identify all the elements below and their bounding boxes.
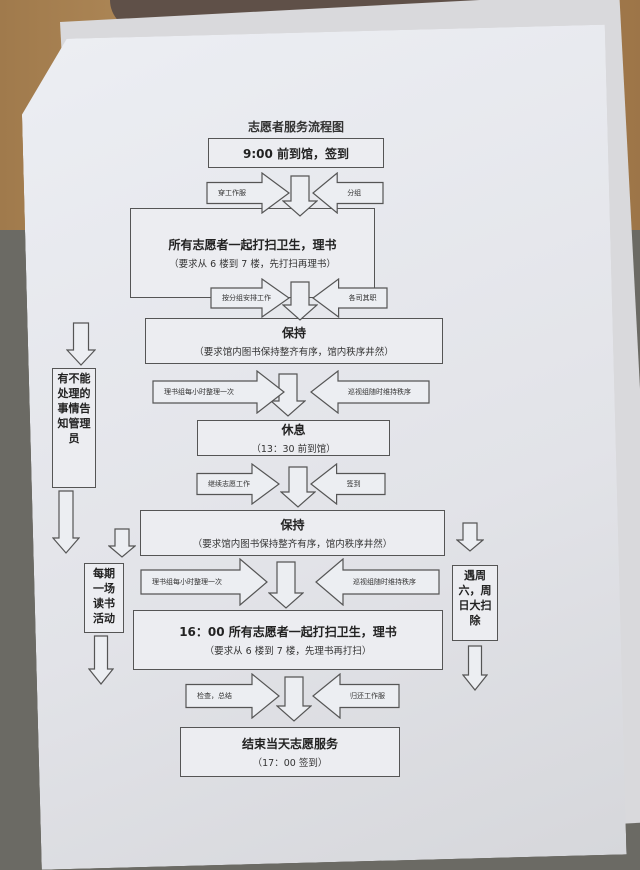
side-down-arrow-icon: [108, 528, 136, 558]
side-down-arrow-icon: [66, 322, 96, 366]
side-down-arrow-icon: [52, 490, 80, 554]
flowchart: 志愿者服务流程图 9:00 前到馆，签到所有志愿者一起打扫卫生，理书 （要求从 6…: [52, 120, 498, 777]
right-arrow-icon: 理书组每小时整理一次: [152, 370, 285, 414]
arrow-label: 按分组安排工作: [222, 294, 271, 302]
step-title: 结束当天志愿服务: [241, 737, 338, 751]
step-title: 16：00 所有志愿者一起打扫卫生，理书: [179, 625, 397, 639]
arrow-label: 巡视组随时维持秩序: [353, 578, 416, 586]
step-title: 所有志愿者一起打扫卫生，理书: [168, 238, 337, 252]
arrow-label: 分组: [347, 189, 362, 197]
arrow-label: 各司其职: [348, 294, 377, 302]
side-note-box: 有不能处理的事情告知管理员: [52, 368, 96, 488]
left-arrow-icon: 各司其职: [312, 278, 388, 318]
arrow-label: 继续志愿工作: [208, 480, 250, 488]
left-arrow-icon: 巡视组随时维持秩序: [315, 558, 440, 606]
arrow-label: 理书组每小时整理一次: [152, 578, 222, 586]
flow-step-box: 保持 （要求馆内图书保持整齐有序，馆内秩序井然）: [140, 510, 445, 556]
arrow-label: 归还工作服: [350, 692, 385, 700]
step-title: 保持: [280, 518, 305, 532]
flow-step-box: 休息 （13：30 前到馆）: [197, 420, 390, 456]
left-arrow-icon: 分组: [312, 172, 384, 214]
flowchart-title: 志愿者服务流程图: [248, 120, 345, 134]
right-arrow-icon: 检查，总结: [185, 673, 280, 719]
arrow-label: 穿工作服: [218, 189, 246, 197]
right-arrow-icon: 继续志愿工作: [196, 463, 280, 505]
side-note-box: 每期一场读书活动: [84, 563, 124, 633]
arrow-label: 签到: [346, 480, 361, 488]
down-arrow-icon: [282, 281, 318, 321]
step-note: （要求馆内图书保持整齐有序，馆内秩序井然）: [192, 539, 393, 550]
arrow-label: 理书组每小时整理一次: [164, 388, 234, 396]
step-title: 休息: [281, 423, 306, 437]
step-title: 9:00 前到馆，签到: [242, 146, 350, 161]
left-arrow-icon: 巡视组随时维持秩序: [310, 370, 430, 414]
down-arrow-icon: [268, 561, 304, 609]
right-arrow-icon: 理书组每小时整理一次: [140, 558, 268, 606]
step-note: （17：00 签到）: [252, 758, 328, 769]
flow-step-box: 保持 （要求馆内图书保持整齐有序，馆内秩序井然）: [145, 318, 443, 364]
down-arrow-icon: [276, 676, 312, 722]
step-note: （要求馆内图书保持整齐有序，馆内秩序井然）: [194, 347, 394, 358]
down-arrow-icon: [270, 373, 306, 417]
side-down-arrow-icon: [88, 635, 114, 685]
step-note: （13：30 前到馆）: [251, 444, 336, 455]
flow-step-box: 16：00 所有志愿者一起打扫卫生，理书 （要求从 6 楼到 7 楼，先理书再打扫…: [133, 610, 443, 670]
right-arrow-icon: 按分组安排工作: [210, 278, 290, 318]
step-title: 保持: [281, 326, 306, 340]
down-arrow-icon: [280, 466, 316, 508]
left-arrow-icon: 签到: [310, 463, 386, 505]
side-down-arrow-icon: [456, 522, 484, 552]
left-arrow-icon: 归还工作服: [312, 673, 400, 719]
step-note: （要求从 6 楼到 7 楼，先打扫再理书）: [169, 259, 336, 270]
down-arrow-icon: [282, 175, 318, 217]
side-down-arrow-icon: [462, 645, 488, 691]
step-note: （要求从 6 楼到 7 楼，先理书再打扫）: [204, 646, 372, 657]
side-note-box: 遇周六，周日大扫除: [452, 565, 498, 641]
flow-step-box: 9:00 前到馆，签到: [208, 138, 384, 168]
right-arrow-icon: 穿工作服: [206, 172, 290, 214]
arrow-label: 检查，总结: [197, 692, 232, 700]
flow-step-box: 结束当天志愿服务 （17：00 签到）: [180, 727, 400, 777]
arrow-label: 巡视组随时维持秩序: [348, 388, 411, 396]
